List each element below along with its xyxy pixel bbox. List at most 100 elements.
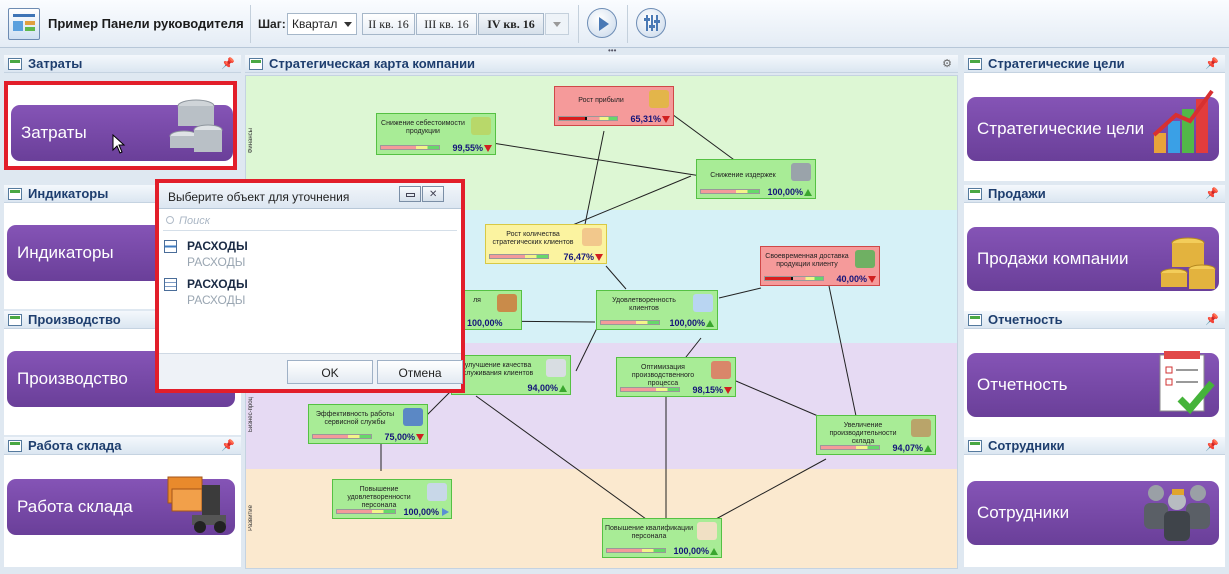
search-placeholder: Поиск bbox=[179, 215, 210, 227]
panel-costs: Затраты 📌 bbox=[4, 55, 241, 73]
node-percent: 100,00% bbox=[673, 546, 709, 556]
settings-mixer-button[interactable] bbox=[636, 8, 666, 38]
search-input[interactable]: Поиск bbox=[163, 211, 457, 231]
trend-down-icon bbox=[595, 254, 603, 261]
gear-icon[interactable]: ⚙ bbox=[942, 58, 952, 70]
node-cost-reduction[interactable]: Снижение себестоимости продукции 99,55% bbox=[376, 113, 496, 155]
node-percent: 75,00% bbox=[384, 432, 415, 442]
pin-icon[interactable]: 📌 bbox=[1205, 440, 1219, 452]
period-dropdown-button[interactable] bbox=[545, 13, 569, 35]
node-percent: 100,00% bbox=[467, 318, 503, 328]
panel-strategic-goals: Стратегические цели📌 Стратегические цели bbox=[964, 55, 1225, 181]
node-percent: 40,00% bbox=[836, 274, 867, 284]
pin-icon[interactable]: 📌 bbox=[221, 58, 235, 70]
trend-up-icon bbox=[924, 445, 932, 452]
chevron-down-icon bbox=[553, 22, 561, 27]
node-expenses[interactable]: Снижение издержек 100,00% bbox=[696, 159, 816, 199]
toolbar: Пример Панели руководителя Шаг: Квартал … bbox=[0, 0, 1229, 55]
node-quality[interactable]: улучшение качества служивания клиентов 9… bbox=[451, 355, 571, 395]
node-label: Удовлетворенность клиентов bbox=[612, 297, 676, 312]
node-percent: 65,31% bbox=[630, 114, 661, 124]
panel-title: Затраты bbox=[28, 56, 83, 71]
ok-button[interactable]: OK bbox=[287, 360, 373, 384]
monitor-icon bbox=[403, 408, 423, 426]
briefcase-icon bbox=[497, 294, 517, 312]
period-q3-button[interactable]: III кв. 16 bbox=[416, 13, 477, 35]
node-progress-bar bbox=[558, 116, 618, 121]
coins-icon bbox=[649, 90, 669, 108]
panel-icon bbox=[968, 314, 982, 326]
dial-icon bbox=[791, 163, 811, 181]
search-icon bbox=[166, 216, 174, 224]
node-capacity[interactable]: Увеличение производительности склада 94,… bbox=[816, 415, 936, 455]
panel-sales: Продажи📌 Продажи компании bbox=[964, 185, 1225, 311]
list-item[interactable]: РАСХОДЫ РАСХОДЫ bbox=[161, 275, 457, 313]
node-progress-bar bbox=[380, 145, 440, 150]
node-label: улучшение качества служивания клиентов bbox=[462, 362, 534, 377]
pin-icon[interactable]: 📌 bbox=[1205, 188, 1219, 200]
panel-icon bbox=[8, 188, 22, 200]
panel-header: Стратегические цели📌 bbox=[964, 55, 1225, 73]
pin-icon[interactable]: 📌 bbox=[1205, 58, 1219, 70]
step-select[interactable]: Квартал bbox=[287, 13, 357, 35]
tile-label: Сотрудники bbox=[977, 503, 1070, 522]
node-label: ля bbox=[473, 297, 481, 304]
node-percent: 94,07% bbox=[892, 443, 923, 453]
factory-icon bbox=[711, 361, 731, 379]
panel-reports: Отчетность📌 Отчетность bbox=[964, 311, 1225, 437]
panel-title: Стратегическая карта компании bbox=[269, 56, 476, 71]
tile-label: Производство bbox=[17, 369, 128, 388]
period-q4-button[interactable]: IV кв. 16 bbox=[478, 13, 544, 35]
node-label: Эффективность работы сервисной службы bbox=[315, 411, 395, 426]
node-satisfaction[interactable]: Удовлетворенность клиентов 100,00% bbox=[596, 290, 718, 330]
traffic-light-icon bbox=[546, 359, 566, 377]
list-item[interactable]: РАСХОДЫ РАСХОДЫ bbox=[161, 237, 457, 275]
step-label: Шаг: bbox=[258, 17, 286, 31]
trend-down-icon bbox=[416, 434, 424, 441]
panel-header: Сотрудники 📌 bbox=[964, 437, 1225, 455]
node-strategic-clients[interactable]: Рост количества стратегических клиентов … bbox=[485, 224, 607, 264]
splitter-grip[interactable]: ••• bbox=[608, 46, 617, 55]
people-icon bbox=[1144, 485, 1210, 541]
item-subtitle: РАСХОДЫ bbox=[187, 293, 246, 307]
panel-warehouse: Работа склада📌 Работа склада bbox=[4, 437, 241, 567]
table-icon bbox=[164, 278, 177, 291]
panel-header: Отчетность📌 bbox=[964, 311, 1225, 329]
play-button[interactable] bbox=[587, 8, 617, 38]
checklist-icon bbox=[1159, 351, 1215, 415]
panel-icon bbox=[8, 314, 22, 326]
people-icon bbox=[582, 228, 602, 246]
close-icon: ✕ bbox=[429, 189, 438, 200]
panel-icon bbox=[8, 440, 22, 452]
node-label: Снижение себестоимости продукции bbox=[381, 120, 465, 135]
dashboard-logo-icon bbox=[8, 8, 40, 40]
minimize-button[interactable] bbox=[399, 186, 421, 202]
panel-title: Производство bbox=[28, 312, 121, 327]
node-optimize[interactable]: Оптимизация производственного процесса 9… bbox=[616, 357, 736, 397]
node-progress-bar bbox=[620, 387, 680, 392]
dialog-titlebar: Выберите объект для уточнения ✕ bbox=[159, 183, 461, 209]
node-staff-skill[interactable]: Повышение квалификации персонала 100,00% bbox=[602, 518, 722, 558]
node-service[interactable]: Эффективность работы сервисной службы 75… bbox=[308, 404, 428, 444]
node-percent: 100,00% bbox=[669, 318, 705, 328]
node-staff-satisfaction[interactable]: Повышение удовлетворенности персонала 10… bbox=[332, 479, 452, 519]
node-profit[interactable]: Рост прибыли 65,31% bbox=[554, 86, 674, 126]
pin-icon[interactable]: 📌 bbox=[1205, 314, 1219, 326]
cancel-button[interactable]: Отмена bbox=[377, 360, 463, 384]
coins-icon bbox=[1160, 237, 1216, 289]
close-button[interactable]: ✕ bbox=[422, 186, 444, 202]
node-percent: 98,15% bbox=[692, 385, 723, 395]
tile-label: Стратегические цели bbox=[977, 119, 1145, 138]
node-percent: 100,00% bbox=[767, 187, 803, 197]
period-q2-button[interactable]: II кв. 16 bbox=[362, 13, 415, 35]
panel-icon bbox=[968, 440, 982, 452]
node-delivery[interactable]: Своевременная доставка продукции клиенту… bbox=[760, 246, 880, 286]
node-progress-bar bbox=[820, 445, 880, 450]
dialog-footer: OK Отмена bbox=[159, 353, 463, 389]
node-progress-bar bbox=[312, 434, 372, 439]
panel-title: Сотрудники bbox=[988, 438, 1065, 453]
costs-tile-highlight: Затраты bbox=[4, 81, 237, 170]
node-label: Оптимизация производственного процесса bbox=[631, 364, 695, 387]
node-label: Рост количества стратегических клиентов bbox=[492, 231, 574, 246]
pin-icon[interactable]: 📌 bbox=[221, 440, 235, 452]
